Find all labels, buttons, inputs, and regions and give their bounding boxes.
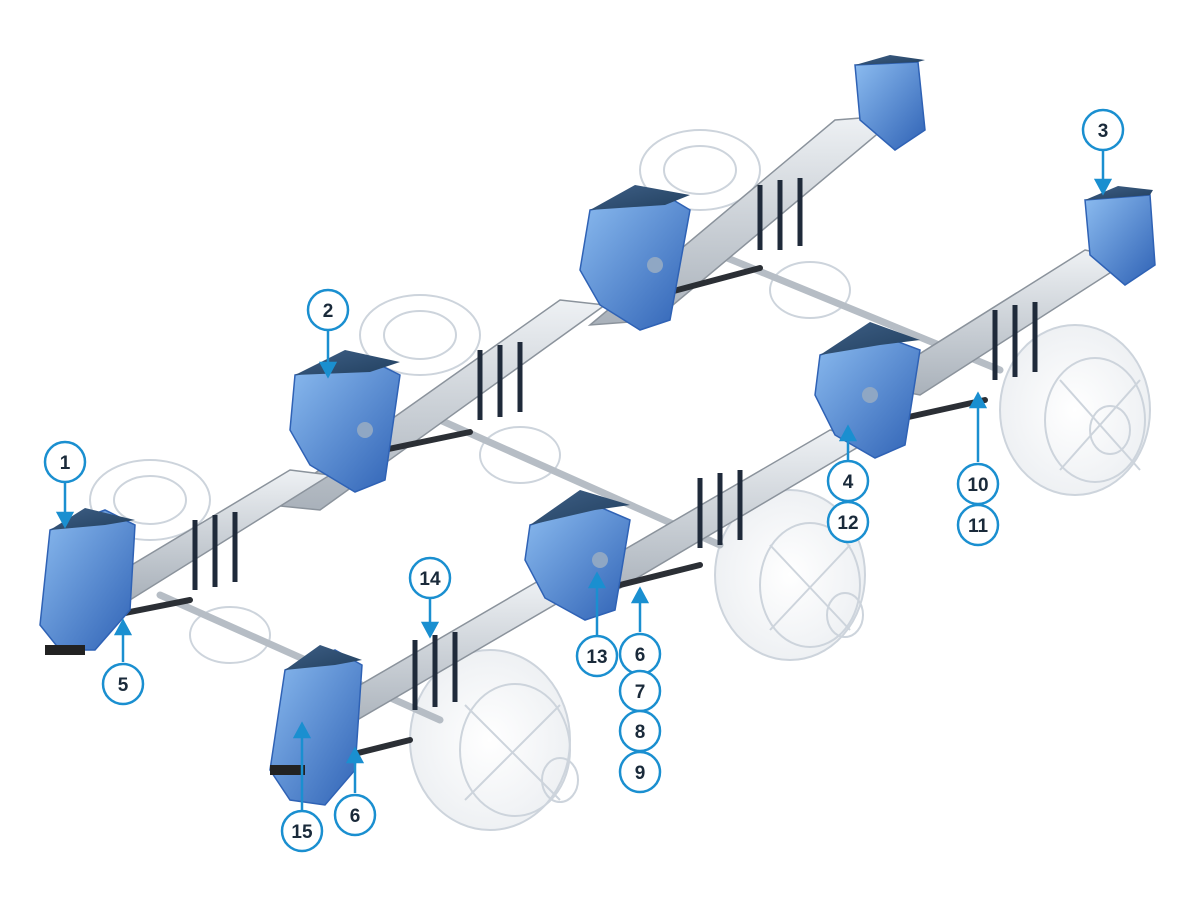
diff-housing-rear-left [639,129,761,211]
callout-8: 8 [618,709,662,753]
wheel-front-right [409,649,579,831]
diff-housing-mid-left [359,294,481,376]
arrow-head-14 [420,621,440,639]
bracket-front-left-end [39,508,136,655]
u-bolt-front-left [192,512,238,590]
arrow-head-13 [587,571,607,589]
callout-4: 4 [826,459,870,503]
callout-5-label: 5 [118,675,129,696]
wheel-rear-right [999,324,1151,496]
hanger-brackets [39,55,1156,806]
callout-3: 3 [1081,108,1125,152]
u-bolt-rear-left [757,178,803,250]
arrow-head-6a [630,586,650,604]
callout-15-label: 15 [291,822,313,843]
u-bolt-clamps [192,178,1038,710]
diff-housing-mid-left-inner [383,310,457,360]
callout-1-label: 1 [60,453,71,474]
callout-9-label: 9 [635,763,646,784]
arrow-head-3 [1093,178,1113,196]
diff-housing-front-left [89,459,211,541]
callout-5: 5 [101,662,145,706]
callout-6-a-label: 6 [635,645,646,666]
arrow-head-6b [345,746,365,764]
callouts: 1 2 3 4 12 10 11 5 [43,108,1125,853]
callout-13: 13 [575,634,619,678]
callout-12: 12 [826,500,870,544]
bracket-front-right-end [269,645,363,806]
callout-3-label: 3 [1098,121,1109,142]
callout-12-label: 12 [837,513,858,534]
callout-2: 2 [306,288,350,332]
diff-housing-rear-left-inner [663,145,737,195]
wheel-mid-right [714,489,866,661]
callout-4-label: 4 [843,472,854,493]
leaf-springs-right [298,249,1132,731]
bracket-rear-right-center [814,322,921,459]
bracket-mid-right-center [524,490,631,621]
callout-2-label: 2 [323,301,334,322]
u-bolt-mid-left [477,342,523,420]
arrow-head-2 [318,361,338,379]
callout-6-b-label: 6 [350,806,361,827]
u-bolt-mid-right [697,470,743,548]
diff-housing-center-c [189,606,271,664]
arrow-head-1 [55,511,75,529]
u-bolt-rear-right [992,302,1038,380]
callout-7: 7 [618,669,662,713]
callout-11: 11 [956,503,1000,547]
callout-1: 1 [43,440,87,484]
callout-9: 9 [618,750,662,794]
bracket-rear-left-end [854,55,926,151]
arrow-head-10 [968,391,988,409]
bracket-rear-right-end [1084,186,1156,286]
bracket-rear-left-center [579,185,691,331]
u-bolt-front-right [412,632,458,710]
callout-10: 10 [956,462,1000,506]
arrow-head-15 [292,721,312,739]
callout-6-a: 6 [618,632,662,676]
diff-housing-front-left-inner [113,475,187,525]
callout-6-b: 6 [333,793,377,837]
callout-7-label: 7 [635,682,646,703]
callout-11-label: 11 [968,516,989,537]
callout-15: 15 [280,809,324,853]
callout-8-label: 8 [635,722,646,743]
leader-lines [55,151,1113,810]
callout-13-label: 13 [586,647,607,668]
arrow-head-5 [113,618,133,636]
diff-housing-center-b [479,426,561,484]
diff-housing-center-a [769,261,851,319]
bracket-mid-left-center [289,350,401,493]
callout-14: 14 [408,556,452,600]
arrow-head-4 [838,424,858,442]
callout-14-label: 14 [419,569,441,590]
callout-10-label: 10 [967,475,988,496]
